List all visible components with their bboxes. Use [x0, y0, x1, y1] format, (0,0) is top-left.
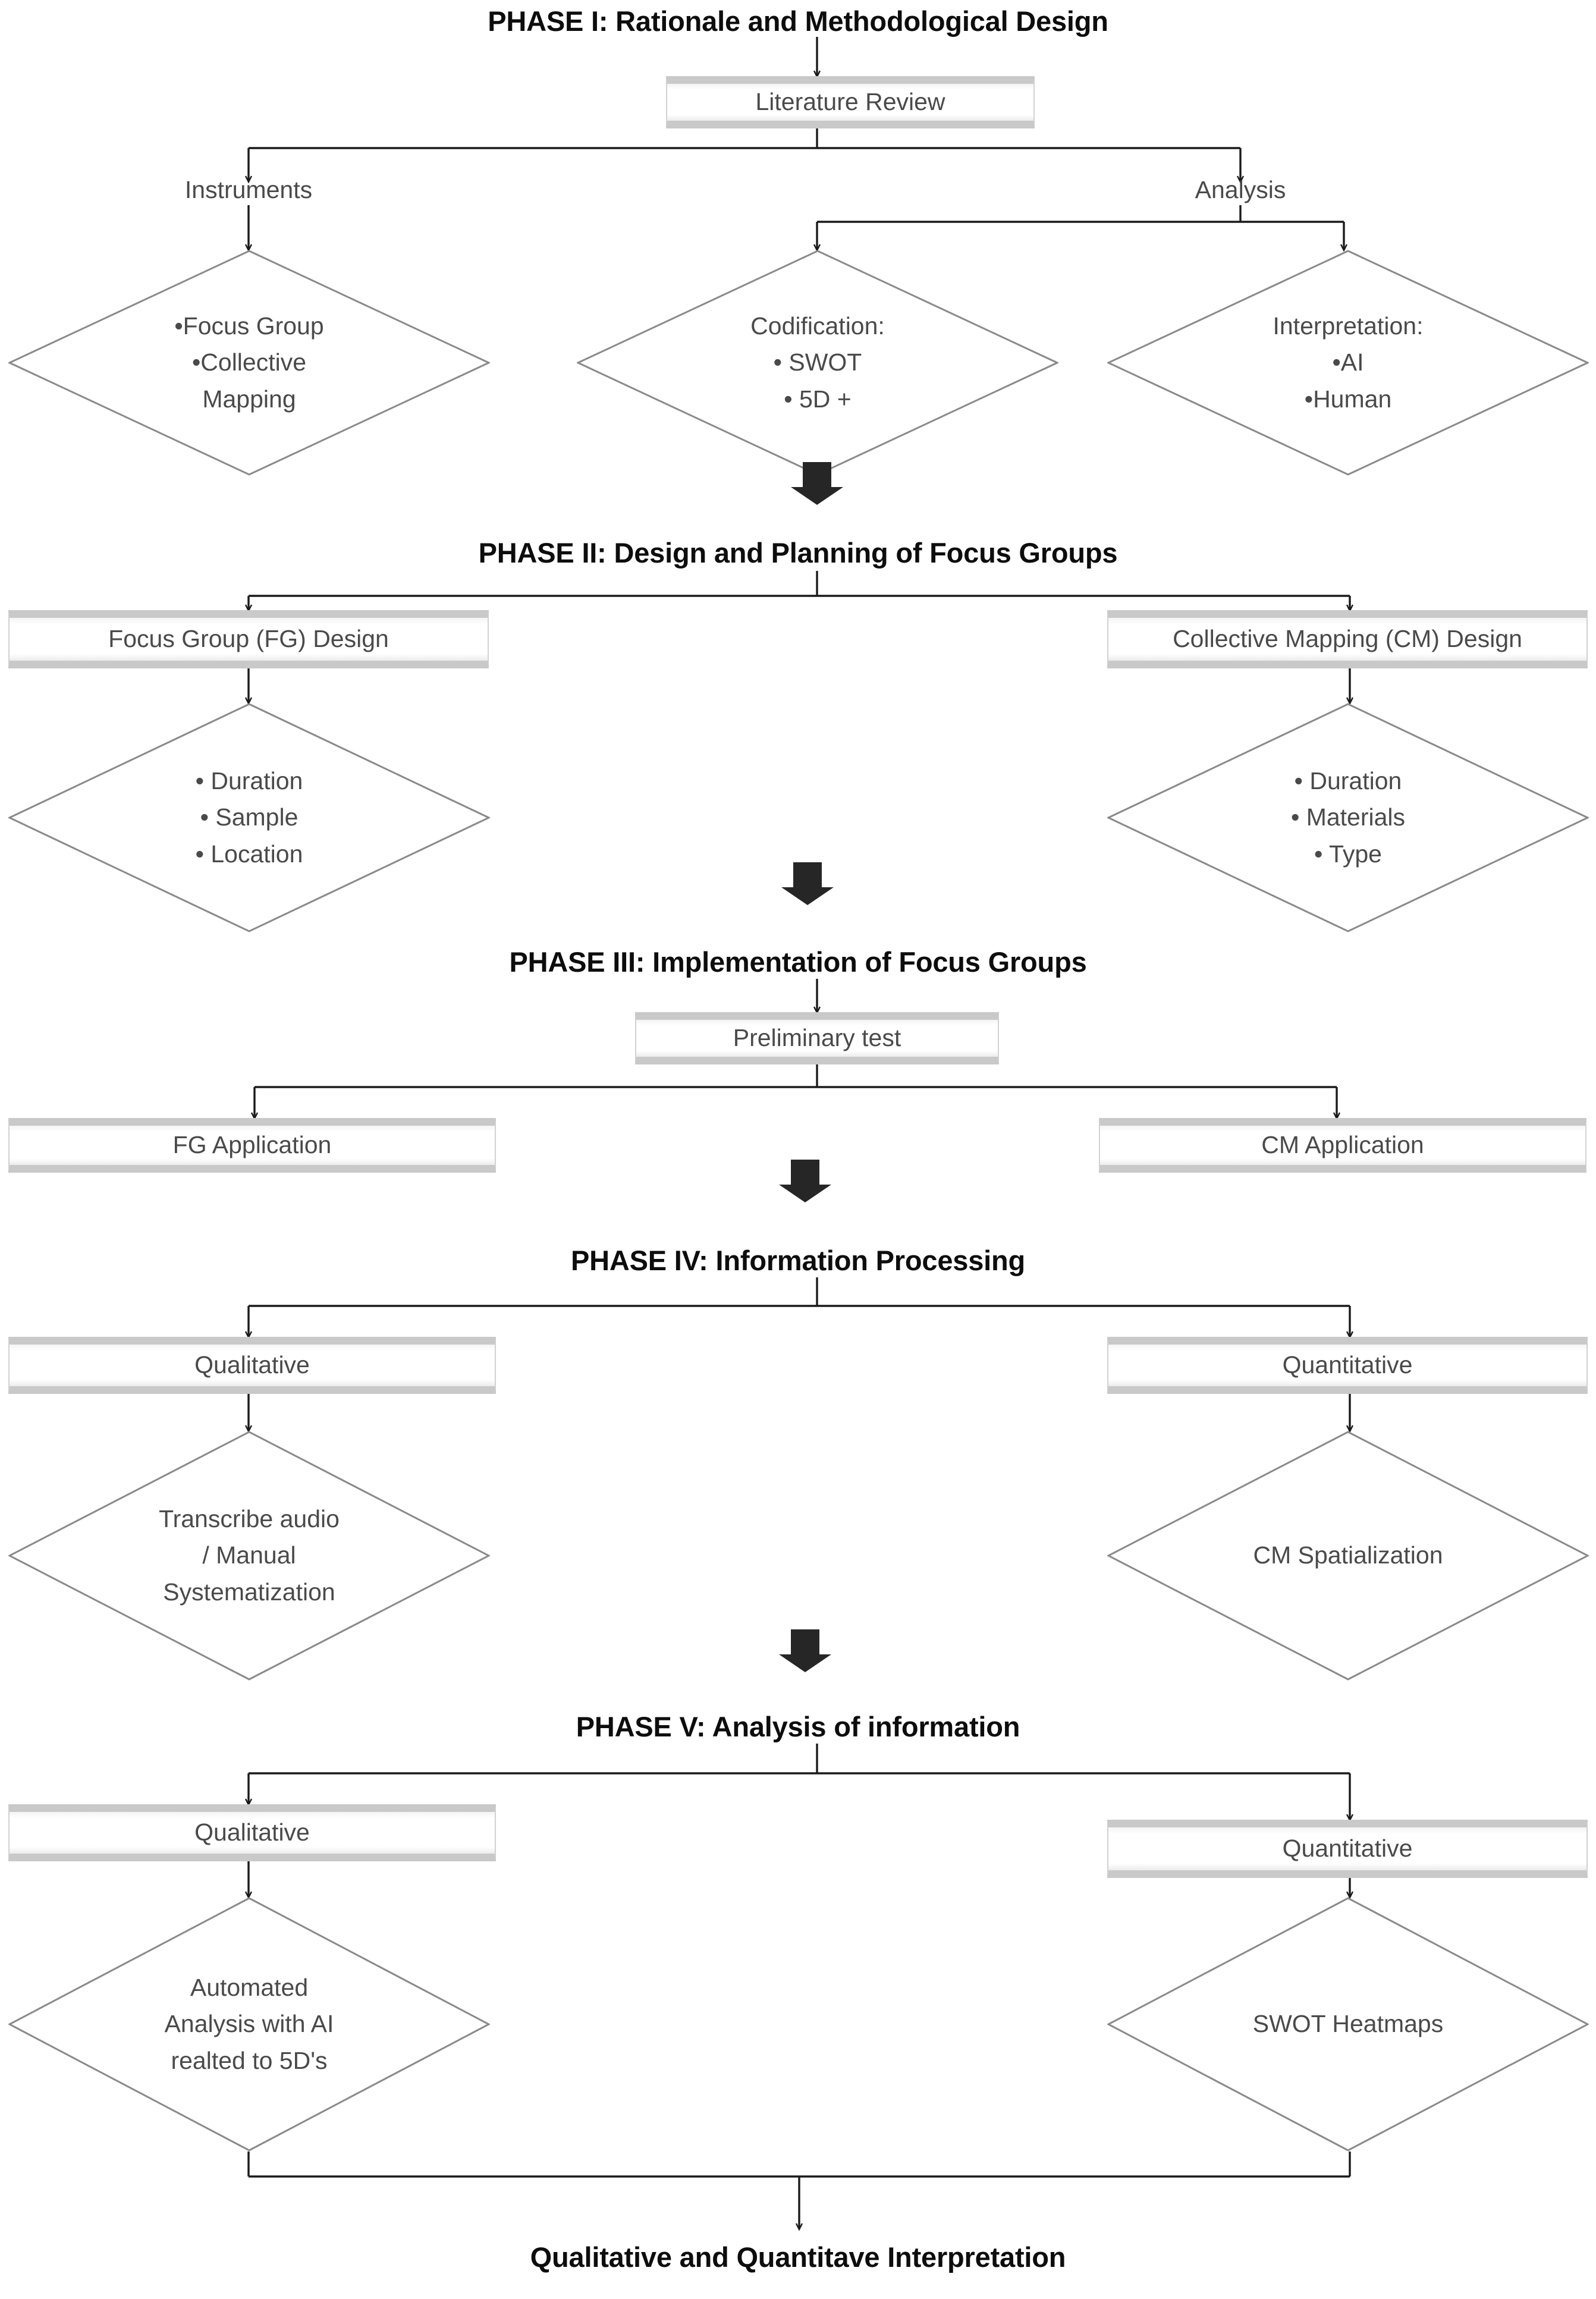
- diamond-automated-analysis-label: Automated Analysis with AI realted to 5D…: [164, 1973, 334, 2074]
- diamond-transcribe-audio[interactable]: Transcribe audio / Manual Systematizatio…: [8, 1431, 490, 1681]
- phase-5-heading: PHASE V: Analysis of information: [576, 1711, 1020, 1742]
- diamond-cm-spatialization[interactable]: CM Spatialization: [1107, 1431, 1589, 1681]
- diamond-shape: [1107, 703, 1589, 932]
- diamond-shape: [1107, 1897, 1589, 2152]
- node-phase5-quantitative[interactable]: Quantitative: [1107, 1820, 1588, 1878]
- node-phase5-qualitative[interactable]: Qualitative: [8, 1804, 496, 1861]
- diamond-cm-design-details[interactable]: • Duration • Materials • Type: [1107, 703, 1589, 932]
- diamond-fg-design-label: • Duration • Sample • Location: [195, 767, 303, 868]
- node-literature-review[interactable]: Literature Review: [666, 76, 1035, 128]
- phase-transition-arrow-3: [779, 1160, 831, 1202]
- diamond-instruments-label: •Focus Group •Collective Mapping: [174, 312, 324, 413]
- diamond-codification[interactable]: Codification: • SWOT • 5D +: [577, 250, 1058, 476]
- phase-2-heading: PHASE II: Design and Planning of Focus G…: [478, 537, 1118, 569]
- diamond-fg-design-details[interactable]: • Duration • Sample • Location: [8, 703, 490, 932]
- node-preliminary-test[interactable]: Preliminary test: [635, 1012, 999, 1064]
- diamond-shape: [8, 1897, 490, 2152]
- diamond-cm-design-label: • Duration • Materials • Type: [1290, 767, 1406, 868]
- diamond-shape: [1107, 250, 1589, 476]
- diamond-codification-label: Codification: • SWOT • 5D +: [750, 312, 885, 413]
- edge-label-instruments: Instruments: [184, 176, 313, 203]
- node-phase4-qualitative[interactable]: Qualitative: [8, 1337, 496, 1394]
- diamond-cm-spatialization-label: CM Spatialization: [1253, 1541, 1443, 1569]
- diamond-shape: [8, 1431, 490, 1681]
- diamond-transcribe-audio-label: Transcribe audio / Manual Systematizatio…: [159, 1505, 340, 1606]
- phase-transition-arrow-4: [779, 1629, 831, 1672]
- diamond-interpretation-label: Interpretation: •AI •Human: [1273, 312, 1424, 413]
- node-phase4-quantitative[interactable]: Quantitative: [1107, 1337, 1588, 1394]
- phase-1-heading: PHASE I: Rationale and Methodological De…: [488, 5, 1108, 37]
- diamond-automated-analysis[interactable]: Automated Analysis with AI realted to 5D…: [8, 1897, 490, 2152]
- node-fg-design[interactable]: Focus Group (FG) Design: [8, 610, 489, 668]
- diamond-instruments[interactable]: •Focus Group •Collective Mapping: [8, 250, 490, 476]
- diamond-swot-heatmaps[interactable]: SWOT Heatmaps: [1107, 1897, 1589, 2152]
- diamond-shape: [8, 703, 490, 932]
- phase-4-heading: PHASE IV: Information Processing: [570, 1245, 1026, 1276]
- phase-3-heading: PHASE III: Implementation of Focus Group…: [509, 946, 1087, 978]
- diamond-swot-heatmaps-label: SWOT Heatmaps: [1252, 2010, 1444, 2038]
- node-cm-application[interactable]: CM Application: [1099, 1118, 1586, 1173]
- conclusion-heading: Qualitative and Quantitave Interpretatio…: [530, 2241, 1066, 2273]
- diamond-interpretation[interactable]: Interpretation: •AI •Human: [1107, 250, 1589, 476]
- phase-transition-arrow-1: [791, 462, 843, 505]
- node-fg-application[interactable]: FG Application: [8, 1118, 496, 1173]
- diamond-shape: [1107, 1431, 1589, 1681]
- phase-transition-arrow-2: [781, 862, 834, 905]
- diamond-shape: [8, 250, 490, 476]
- edge-label-analysis: Analysis: [1195, 176, 1286, 203]
- node-cm-design[interactable]: Collective Mapping (CM) Design: [1107, 610, 1588, 668]
